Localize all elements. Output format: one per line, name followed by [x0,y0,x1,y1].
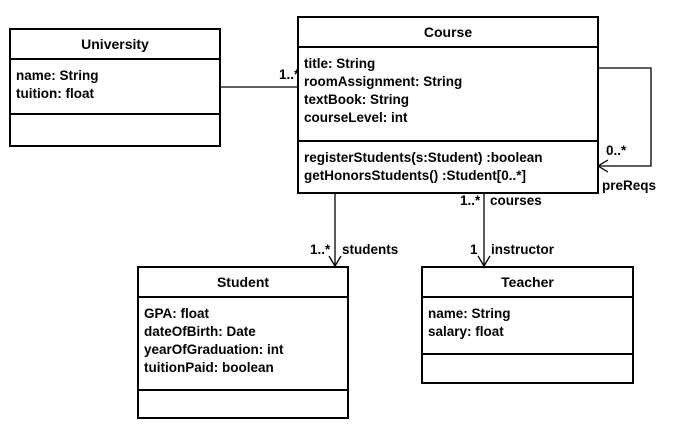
operations-section [423,355,632,384]
multiplicity-courses: 1..* [460,193,481,208]
attribute: name: String [16,68,99,83]
role-prereqs: preReqs [602,178,657,193]
class-course[interactable]: Course title: String roomAssignment: Str… [297,16,599,194]
attributes-section: GPA: float dateOfBirth: Date yearOfGradu… [139,298,347,391]
class-name: Student [139,268,347,298]
attributes-section: name: String tuition: float [11,60,219,115]
attribute: textBook: String [304,92,410,107]
attribute: GPA: float [144,306,209,321]
operation: registerStudents(s:Student) :boolean [304,150,543,165]
attribute: tuition: float [16,86,94,101]
attributes-section: name: String salary: float [423,298,632,355]
association-course-prereqs [598,67,652,167]
attribute: roomAssignment: String [304,74,463,89]
class-university[interactable]: University name: String tuition: float [9,28,221,147]
role-courses: courses [490,193,542,208]
attribute: dateOfBirth: Date [144,324,256,339]
operation: getHonorsStudents() :Student[0..*] [304,168,526,183]
class-name: University [11,30,219,60]
class-name: Teacher [423,268,632,298]
class-teacher[interactable]: Teacher name: String salary: float [421,266,634,384]
attribute: courseLevel: int [304,110,408,125]
multiplicity-prereqs: 0..* [606,143,627,158]
multiplicity-instructor: 1 [470,242,478,257]
class-name: Course [299,18,597,48]
operations-section: registerStudents(s:Student) :boolean get… [299,142,597,194]
attributes-section: title: String roomAssignment: String tex… [299,48,597,142]
attribute: salary: float [428,324,504,339]
operations-section [139,391,347,419]
multiplicity-university-course: 1..* [279,67,300,82]
operations-section [11,115,219,147]
attribute: title: String [304,56,376,71]
role-students: students [342,242,399,257]
attribute: yearOfGraduation: int [144,342,284,357]
class-student[interactable]: Student GPA: float dateOfBirth: Date yea… [137,266,349,419]
role-instructor: instructor [491,242,555,257]
multiplicity-students: 1..* [310,242,331,257]
attribute: tuitionPaid: boolean [144,360,274,375]
attribute: name: String [428,306,511,321]
